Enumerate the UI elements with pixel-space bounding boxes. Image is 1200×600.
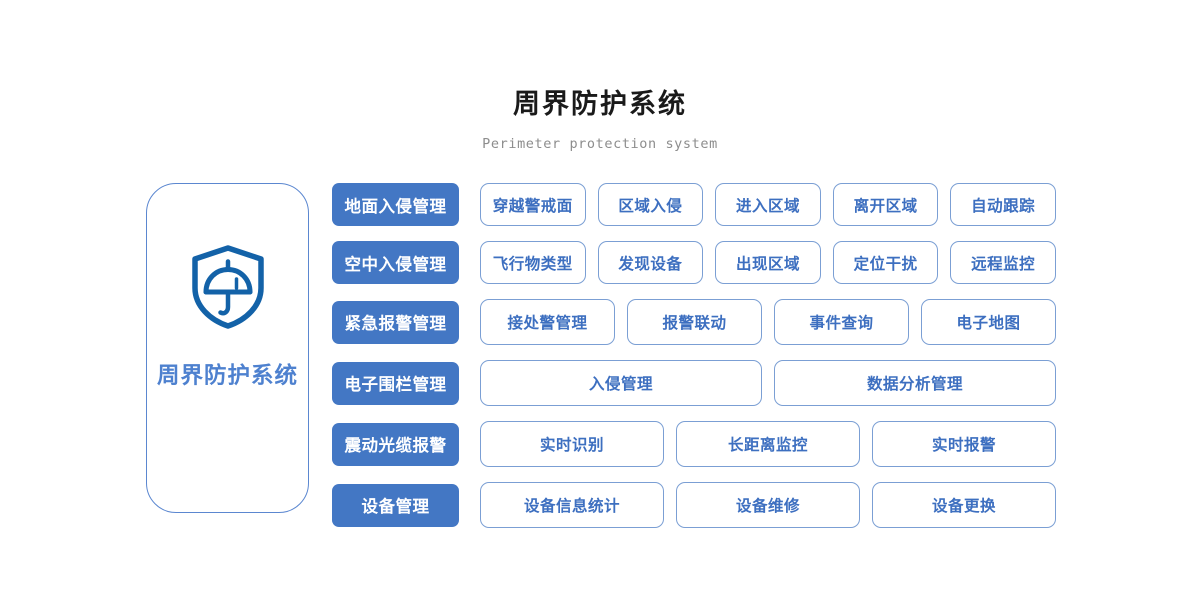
- item-button[interactable]: 设备更换: [872, 482, 1056, 528]
- category-button-device-management[interactable]: 设备管理: [332, 483, 459, 527]
- item-group: 穿越警戒面 区域入侵 进入区域 离开区域 自动跟踪: [480, 183, 1056, 226]
- brand-card[interactable]: 周界防护系统: [146, 183, 309, 513]
- page-title: 周界防护系统: [513, 89, 687, 120]
- feature-row: 地面入侵管理 穿越警戒面 区域入侵 进入区域 离开区域 自动跟踪: [332, 183, 1056, 226]
- item-button[interactable]: 实时识别: [480, 421, 664, 467]
- brand-card-label: 周界防护系统: [156, 363, 298, 389]
- feature-row: 设备管理 设备信息统计 设备维修 设备更换: [332, 482, 1056, 528]
- item-button[interactable]: 数据分析管理: [774, 360, 1056, 406]
- item-button[interactable]: 实时报警: [872, 421, 1056, 467]
- item-button[interactable]: 设备维修: [676, 482, 860, 528]
- item-button[interactable]: 事件查询: [774, 299, 909, 345]
- feature-row: 紧急报警管理 接处警管理 报警联动 事件查询 电子地图: [332, 299, 1056, 345]
- item-button[interactable]: 入侵管理: [480, 360, 762, 406]
- item-group: 入侵管理 数据分析管理: [480, 360, 1056, 406]
- feature-row: 空中入侵管理 飞行物类型 发现设备 出现区域 定位干扰 远程监控: [332, 241, 1056, 284]
- item-button[interactable]: 接处警管理: [480, 299, 615, 345]
- category-button-emergency-alarm[interactable]: 紧急报警管理: [332, 300, 459, 344]
- category-button-ground-intrusion[interactable]: 地面入侵管理: [332, 183, 459, 226]
- item-button[interactable]: 远程监控: [950, 241, 1056, 284]
- item-button[interactable]: 区域入侵: [597, 183, 704, 226]
- item-button[interactable]: 长距离监控: [676, 421, 860, 467]
- item-button[interactable]: 离开区域: [832, 183, 939, 226]
- item-group: 飞行物类型 发现设备 出现区域 定位干扰 远程监控: [480, 241, 1056, 284]
- page-subtitle: Perimeter protection system: [482, 136, 718, 152]
- item-group: 实时识别 长距离监控 实时报警: [480, 421, 1056, 467]
- item-button[interactable]: 设备信息统计: [480, 482, 664, 528]
- item-button[interactable]: 自动跟踪: [950, 183, 1056, 226]
- feature-row: 电子围栏管理 入侵管理 数据分析管理: [332, 360, 1056, 406]
- item-group: 接处警管理 报警联动 事件查询 电子地图: [480, 299, 1056, 345]
- item-button[interactable]: 飞行物类型: [480, 241, 586, 284]
- feature-row: 震动光缆报警 实时识别 长距离监控 实时报警: [332, 421, 1056, 467]
- page-header: 周界防护系统 Perimeter protection system: [0, 0, 1200, 152]
- item-button[interactable]: 穿越警戒面: [480, 183, 586, 226]
- item-button[interactable]: 定位干扰: [832, 241, 939, 284]
- shield-umbrella-icon: [191, 245, 264, 329]
- item-group: 设备信息统计 设备维修 设备更换: [480, 482, 1056, 528]
- item-button[interactable]: 发现设备: [597, 241, 704, 284]
- category-button-air-intrusion[interactable]: 空中入侵管理: [332, 241, 459, 284]
- feature-matrix: 地面入侵管理 穿越警戒面 区域入侵 进入区域 离开区域 自动跟踪 空中入侵管理 …: [332, 183, 1056, 528]
- item-button[interactable]: 出现区域: [715, 241, 821, 284]
- item-button[interactable]: 电子地图: [921, 299, 1056, 345]
- item-button[interactable]: 进入区域: [715, 183, 821, 226]
- category-button-vibration-cable-alarm[interactable]: 震动光缆报警: [332, 422, 459, 466]
- category-button-electronic-fence[interactable]: 电子围栏管理: [332, 361, 459, 405]
- item-button[interactable]: 报警联动: [627, 299, 762, 345]
